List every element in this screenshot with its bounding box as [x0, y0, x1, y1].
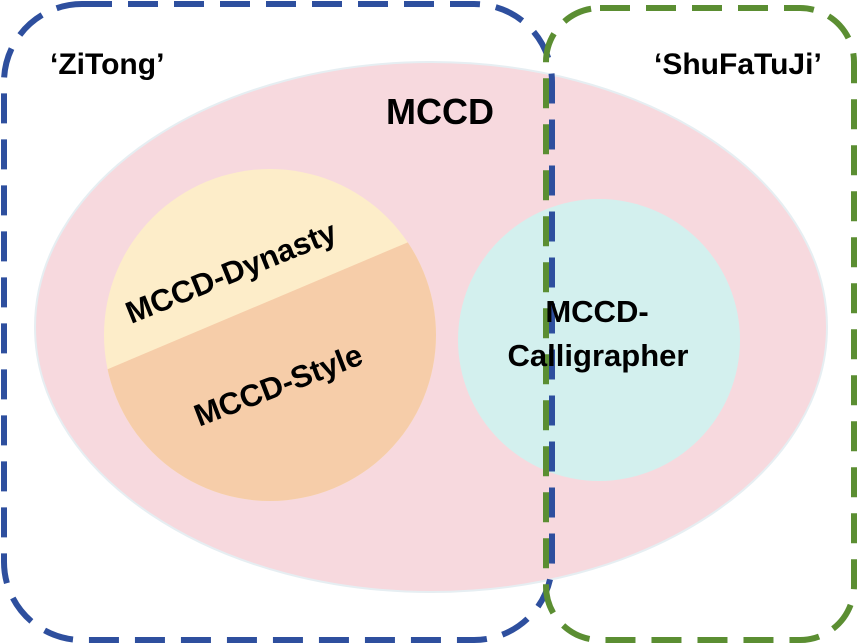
calligrapher-label-line2: Calligrapher [508, 338, 689, 373]
zitong-label: ‘ZiTong’ [50, 48, 164, 81]
zitong-source-box [1, 1, 555, 643]
calligrapher-label-line1: MCCD- [545, 294, 648, 329]
shufatuji-source-box [543, 5, 857, 643]
shufatuji-label: ‘ShuFaTuJi’ [654, 48, 822, 81]
mccd-label: MCCD [386, 91, 494, 132]
calligrapher-circle [458, 199, 740, 481]
